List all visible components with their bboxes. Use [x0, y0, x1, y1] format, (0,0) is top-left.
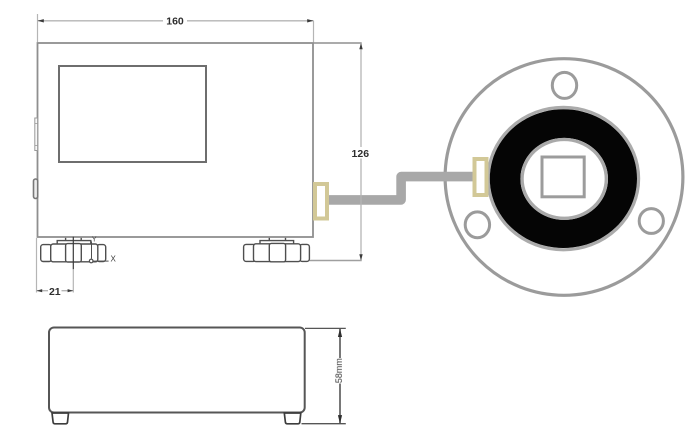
- svg-text:160: 160: [166, 16, 184, 28]
- svg-text:58mm: 58mm: [334, 358, 344, 383]
- svg-text:X: X: [111, 254, 117, 263]
- svg-text:126: 126: [352, 148, 370, 160]
- svg-text:Y: Y: [92, 236, 97, 243]
- svg-text:21: 21: [49, 286, 61, 298]
